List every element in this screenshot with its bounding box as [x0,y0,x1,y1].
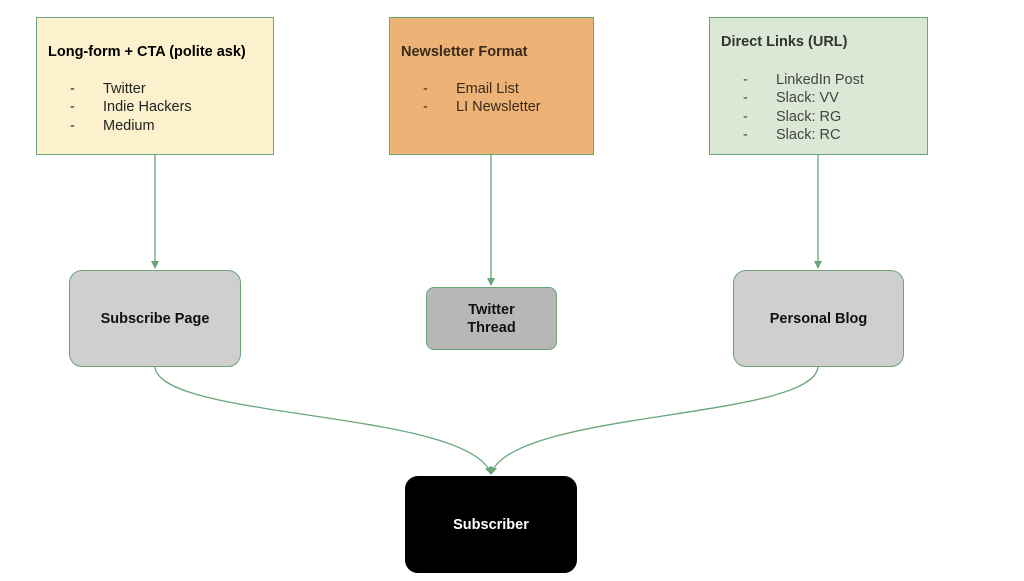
list-item: - Twitter [70,80,220,98]
list-item: - LI Newsletter [423,98,573,116]
source-list: - Email List - LI Newsletter [423,80,573,117]
list-bullet: - [423,81,428,97]
list-item: - Slack: RC [743,126,893,144]
source-list: - Twitter - Indie Hackers - Medium [70,80,220,135]
list-bullet: - [743,72,748,88]
list-item-text: Medium [103,117,155,134]
list-item-text: Indie Hackers [103,99,192,116]
list-item: - Medium [70,117,220,135]
source-box-direct-links: Direct Links (URL) - LinkedIn Post - Sla… [709,17,928,155]
list-bullet: - [70,117,75,134]
list-item: - Email List [423,80,573,98]
list-item-text: Slack: VV [776,90,839,107]
node-label: Subscriber [453,516,529,533]
node-label: Subscribe Page [100,310,210,327]
node-subscriber: Subscriber [405,476,577,573]
list-bullet: - [70,81,75,97]
node-label: Twitter Thread [467,301,515,337]
list-bullet: - [743,108,748,125]
list-item-text: Slack: RG [776,108,842,125]
source-title: Long-form + CTA (polite ask) [48,44,246,60]
node-twitter-thread: Twitter Thread [426,287,557,350]
source-box-newsletter-format: Newsletter Format - Email List - LI News… [389,17,594,155]
node-personal-blog: Personal Blog [733,270,904,367]
source-list: - LinkedIn Post - Slack: VV - Slack: RG … [743,71,893,145]
source-title: Direct Links (URL) [721,34,848,50]
node-label: Personal Blog [769,310,868,327]
list-item-text: Email List [456,81,519,97]
list-item: - Slack: RG [743,108,893,126]
list-bullet: - [70,99,75,116]
list-item: - LinkedIn Post [743,71,893,89]
list-item-text: Twitter [103,81,146,97]
source-box-longform-cta: Long-form + CTA (polite ask) - Twitter -… [36,17,274,155]
connector-personal-blog-to-subscriber [489,366,819,475]
list-item-text: Slack: RC [776,127,841,144]
list-bullet: - [743,90,748,107]
connector-subscribe-page-to-subscriber [154,366,493,475]
source-title: Newsletter Format [401,44,528,60]
node-label-line: Twitter [468,301,515,318]
list-bullet: - [743,127,748,144]
list-item: - Indie Hackers [70,98,220,116]
list-item-text: LI Newsletter [456,99,541,116]
list-item-text: LinkedIn Post [776,72,864,88]
list-bullet: - [423,99,428,116]
list-item: - Slack: VV [743,89,893,107]
node-subscribe-page: Subscribe Page [69,270,241,367]
node-label-line: Thread [467,319,516,336]
